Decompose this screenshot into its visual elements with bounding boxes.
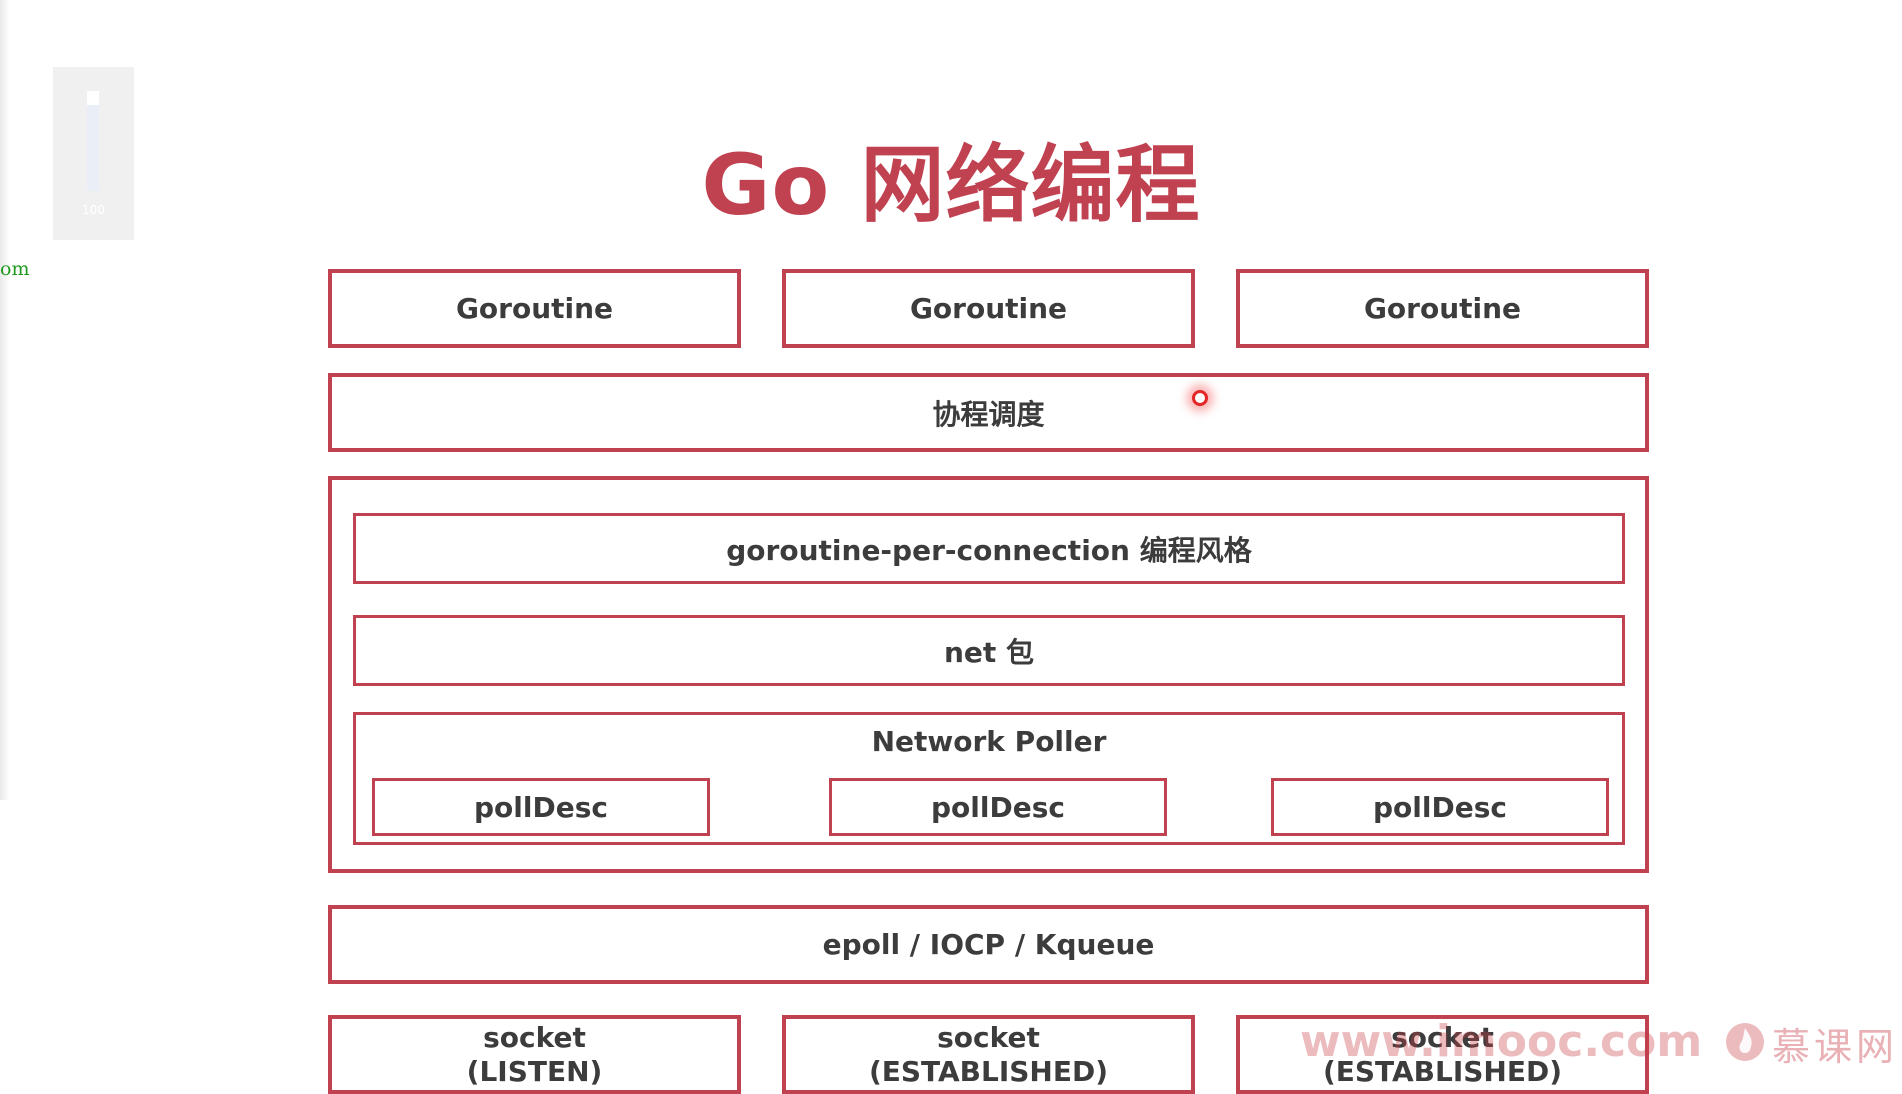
left-edge-shadow [0, 0, 10, 800]
polldesc-box-3: pollDesc [1271, 778, 1609, 836]
pointer-dot-icon [1192, 390, 1208, 406]
goroutine-box-1: Goroutine [328, 269, 741, 348]
zoom-widget[interactable]: 100 [53, 67, 134, 240]
socket-label: socket [1391, 1020, 1494, 1054]
socket-box-1: socket (LISTEN) [328, 1015, 741, 1094]
socket-label: socket [483, 1020, 586, 1054]
imooc-flame-icon [1726, 1023, 1764, 1061]
polldesc-box-1: pollDesc [372, 778, 710, 836]
socket-state: (LISTEN) [466, 1054, 603, 1088]
socket-box-2: socket (ESTABLISHED) [782, 1015, 1195, 1094]
programming-style-box: goroutine-per-connection 编程风格 [353, 513, 1625, 584]
scheduler-box: 协程调度 [328, 373, 1649, 452]
socket-state: (ESTABLISHED) [868, 1054, 1109, 1088]
net-package-box: net 包 [353, 615, 1625, 686]
zoom-value-label: 100 [82, 203, 105, 217]
watermark-brand: 慕课网 [1772, 1025, 1899, 1069]
network-poller-title: Network Poller [871, 725, 1107, 758]
side-fragment-text: om [0, 258, 30, 280]
goroutine-box-2: Goroutine [782, 269, 1195, 348]
runtime-group [328, 476, 1649, 873]
slide-title: Go 网络编程 [701, 136, 1201, 234]
socket-label: socket [937, 1020, 1040, 1054]
watermark-url: www.imooc.com [1300, 1016, 1703, 1067]
polldesc-box-2: pollDesc [829, 778, 1167, 836]
goroutine-box-3: Goroutine [1236, 269, 1649, 348]
zoom-slider-track[interactable] [87, 91, 99, 191]
os-io-box: epoll / IOCP / Kqueue [328, 905, 1649, 984]
network-poller-box: Network Poller [353, 712, 1625, 845]
zoom-slider-handle[interactable] [87, 91, 99, 105]
